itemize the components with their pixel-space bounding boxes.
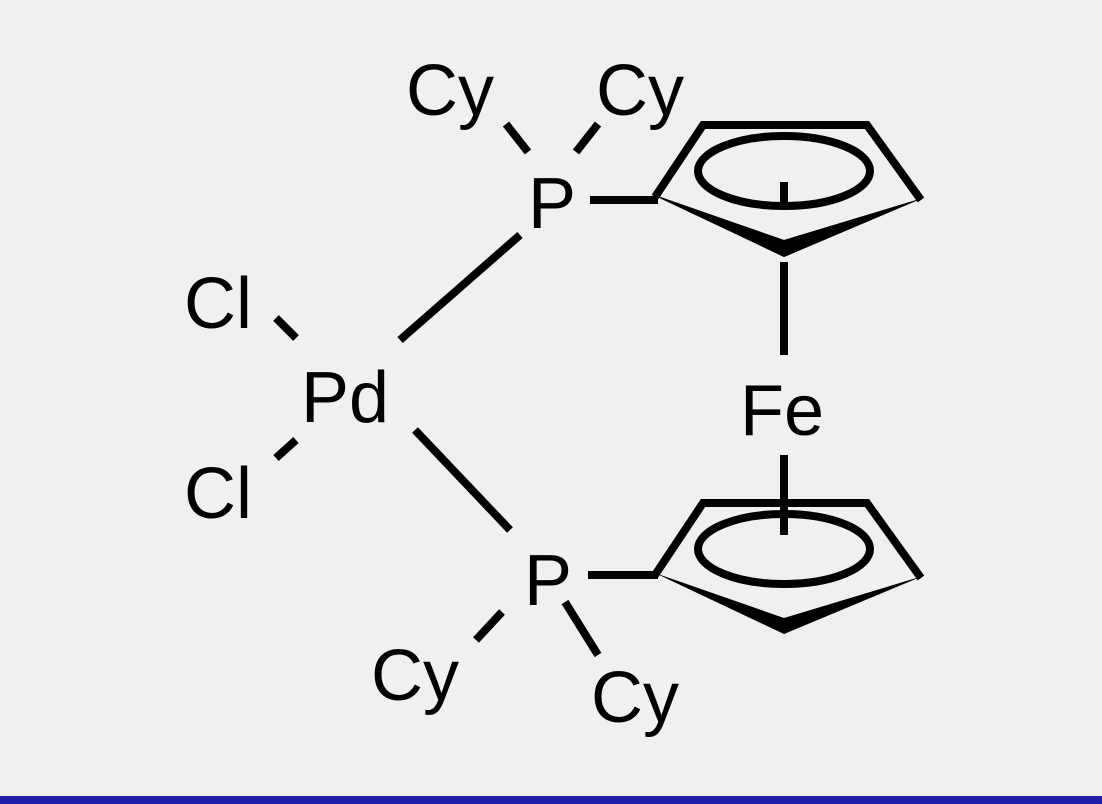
bond-pd-cl-bottom <box>273 437 299 461</box>
bond-ptop-cy-left <box>502 121 532 155</box>
atom-cy-bottom-right: Cy <box>591 658 679 738</box>
cyclopentadienyl-ring-top <box>651 121 925 257</box>
atom-cl-top: Cl <box>184 264 252 344</box>
bond-pd-pbottom <box>412 427 513 533</box>
bonds <box>273 121 788 658</box>
atom-p-bottom: P <box>524 541 572 621</box>
atom-cy-bottom-left: Cy <box>371 636 459 716</box>
bottom-bar <box>0 796 1102 804</box>
atom-cl-bottom: Cl <box>184 454 252 534</box>
bond-ptop-pd <box>397 231 523 344</box>
bond-pbottom-cy-left <box>473 609 505 643</box>
bond-ptop-cy-right <box>572 121 602 155</box>
cyclopentadienyl-ring-bottom <box>651 499 925 634</box>
atom-cy-top-right: Cy <box>596 51 684 131</box>
atom-cy-top-left: Cy <box>406 51 494 131</box>
atom-fe: Fe <box>740 371 824 451</box>
bond-pbottom-cy-right <box>561 599 602 658</box>
bond-pd-cl-top <box>273 315 299 341</box>
atom-p-top: P <box>528 164 576 244</box>
atom-pd: Pd <box>301 358 389 438</box>
